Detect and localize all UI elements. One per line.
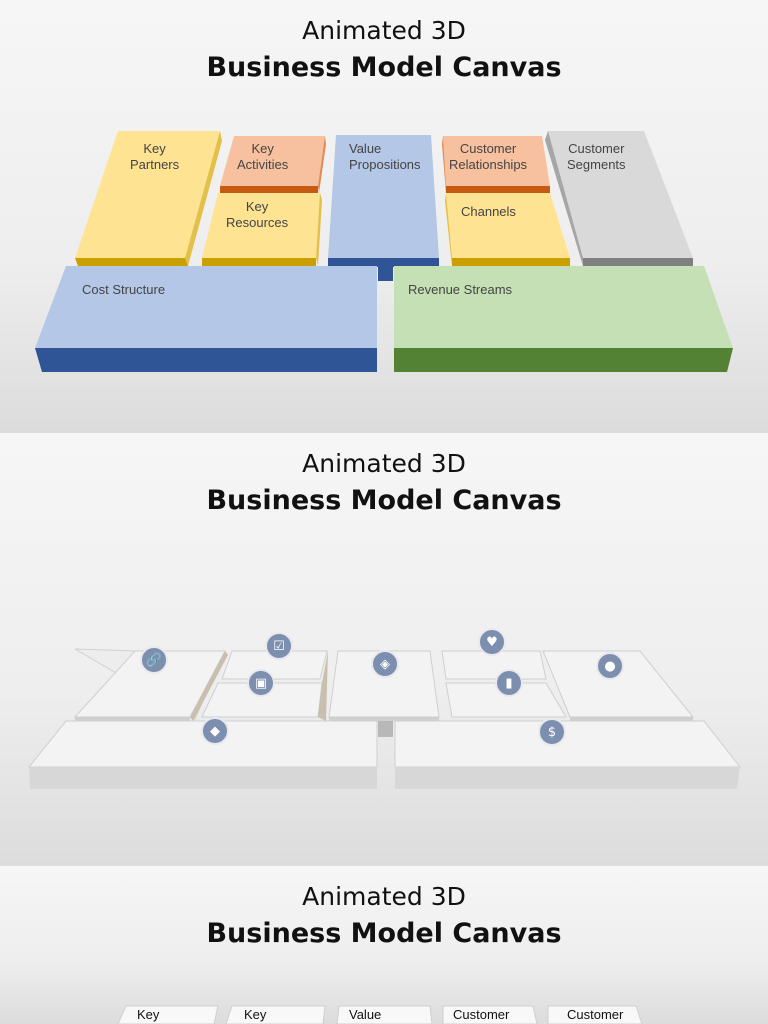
heart-icon: ♥ (478, 628, 506, 656)
blank-customer-relationships-block (441, 650, 547, 680)
label-channels: Channels (461, 204, 516, 219)
canvas-diagram-outline (117, 1005, 643, 1024)
key-partners-block (75, 131, 220, 258)
slide-title-line1: Animated 3D (302, 882, 466, 911)
customer-segments-block (548, 131, 693, 258)
label-key-partners: Key Partners (130, 141, 180, 172)
key-activities-block (220, 136, 325, 186)
link-icon: 🔗 (140, 646, 168, 674)
gift-icon: ◈ (371, 650, 399, 678)
money-bag-icon: $ (538, 718, 566, 746)
revenue-streams-block (394, 266, 733, 348)
channels-front (452, 258, 570, 266)
users-icon: ● (596, 652, 624, 680)
blank-revenue-streams-front (395, 767, 740, 789)
factory-icon: ▣ (247, 669, 275, 697)
blank-key-resources-side (318, 651, 328, 721)
slide-title-line1: Animated 3D (302, 449, 466, 478)
slide-title-line2: Business Model Canvas (206, 52, 562, 83)
label-revenue-streams: Revenue Streams (408, 282, 513, 297)
key-resources-block (202, 193, 320, 258)
outline-value-propositions-block (336, 1005, 433, 1024)
outline-key-partners-block (117, 1005, 219, 1024)
blank-key-partners-front (75, 717, 190, 721)
blank-cost-structure-front (29, 767, 377, 789)
outline-label-key-partners: Key (137, 1007, 160, 1022)
revenue-streams-front (394, 348, 733, 372)
truck-icon: ▮ (495, 669, 523, 697)
blank-value-propositions-stem (378, 721, 393, 737)
blank-revenue-streams-block (394, 720, 742, 768)
slide-2: Animated 3D Business Model Canvas 🔗 ☑ ▣ … (0, 433, 768, 866)
canvas-diagram-blank (27, 648, 742, 789)
label-key-activities: Key Activities (237, 141, 289, 172)
label-customer-relationships: Customer Relationships (449, 141, 528, 172)
blank-customer-segments-front (570, 717, 693, 721)
slide-title-line2: Business Model Canvas (206, 918, 562, 949)
outline-customer-segments-block (547, 1005, 643, 1024)
outline-label-value-propositions: Value (349, 1007, 382, 1022)
check-icon: ☑ (265, 632, 293, 660)
value-propositions-front (328, 258, 439, 267)
label-value-propositions: Value Propositions (349, 141, 421, 172)
key-activities-side (318, 136, 326, 193)
slide-1: Animated 3D Business Model Canvas (0, 0, 768, 433)
cost-structure-block (35, 266, 377, 348)
outline-label-key-activities: Key (244, 1007, 267, 1022)
value-propositions-stem (378, 267, 393, 281)
blank-key-partners-side (190, 651, 228, 721)
channels-block (446, 193, 570, 258)
key-resources-front (202, 258, 316, 266)
customer-relationships-side (442, 136, 446, 193)
customer-segments-front (583, 258, 693, 266)
customer-relationships-front (446, 186, 550, 193)
blank-key-activities-block (221, 650, 328, 680)
key-activities-front (220, 186, 318, 193)
label-key-resources: Key Resources (226, 199, 289, 230)
outline-key-activities-block (225, 1005, 326, 1024)
outline-label-customer-segments: Customer (567, 1007, 624, 1022)
key-partners-side (185, 131, 222, 266)
slide-title-line1: Animated 3D (302, 16, 466, 45)
key-partners-front (75, 258, 188, 266)
customer-segments-side (545, 131, 583, 266)
label-cost-structure: Cost Structure (82, 282, 166, 297)
canvas-diagram-colored (35, 131, 733, 372)
value-propositions-block (328, 135, 439, 258)
channels-side (445, 193, 452, 266)
outline-customer-relationships-block (442, 1005, 538, 1024)
slide-title-line2: Business Model Canvas (206, 485, 562, 516)
key-resources-side (316, 193, 322, 266)
blank-value-propositions-front (329, 717, 439, 721)
outline-label-customer-relationships: Customer (453, 1007, 510, 1022)
slide-3: Animated 3D Business Model Canvas Key Ke… (0, 866, 768, 1024)
customer-relationships-block (443, 136, 550, 186)
cost-structure-front (35, 348, 377, 372)
label-customer-segments: Customer Segments (567, 141, 626, 172)
tag-icon: ◆ (201, 717, 229, 745)
